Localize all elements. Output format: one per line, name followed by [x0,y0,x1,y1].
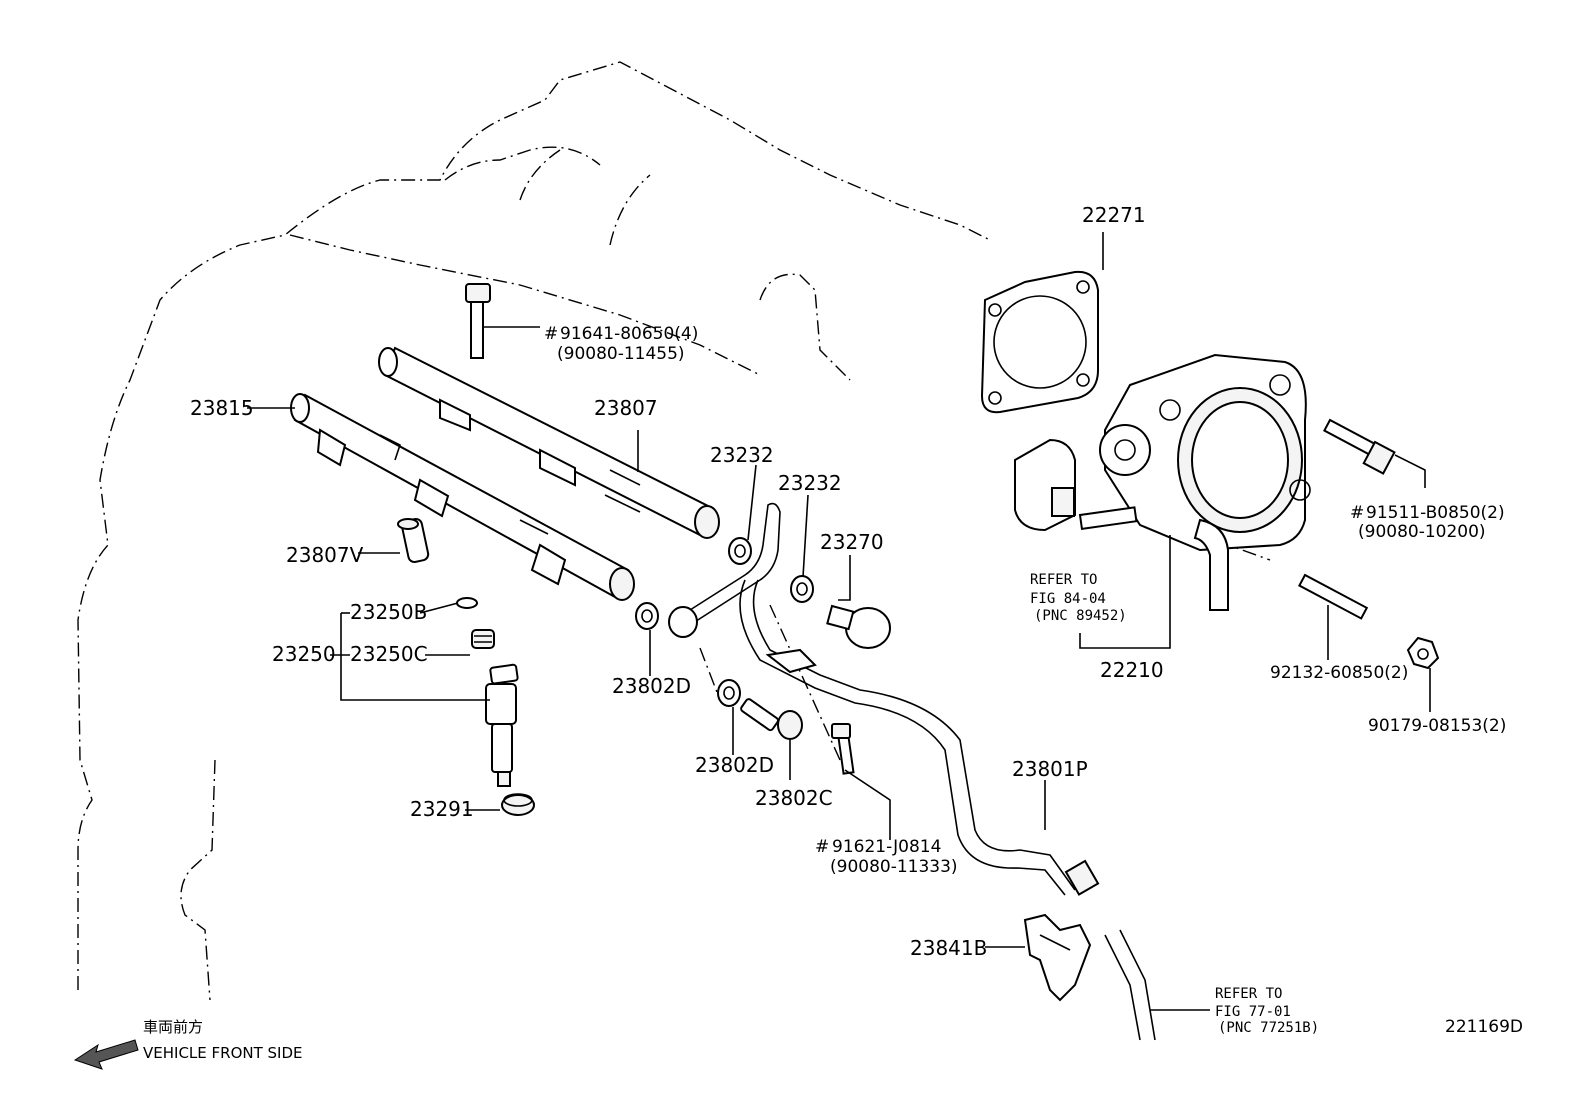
diagram-id: 221169D [1445,1017,1523,1037]
label-23807V: 23807V [286,543,364,567]
label-90179: 90179-08153(2) [1368,716,1506,736]
oring-23250B[interactable] [456,597,478,609]
union-bolt-23802C[interactable] [740,698,803,740]
label-23801P: 23801P [1012,757,1088,781]
gasket-22271[interactable] [980,270,1099,414]
hash-mark: # [544,324,558,344]
label-22271: 22271 [1082,203,1146,227]
stud-92132[interactable] [1298,573,1369,620]
label-23291: 23291 [410,797,474,821]
fuel-pipe-23801P[interactable] [668,502,1100,896]
label-22210: 22210 [1100,658,1164,682]
fuel-rail-23807[interactable] [378,346,720,539]
gasket-23802D-b[interactable] [717,679,741,707]
label-91641-alt: (90080-11455) [557,344,685,364]
ref1-line3: (PNC 89452) [1034,608,1127,624]
injector-23250[interactable] [485,663,519,787]
ref1-line2: FIG 84-04 [1030,591,1106,607]
ref2-line1: REFER TO [1215,986,1282,1002]
label-23807: 23807 [594,396,658,420]
gasket-23232-a[interactable] [728,537,752,565]
fuel-hose [1104,929,1156,1041]
label-23802C: 23802C [755,786,833,810]
front-indicator: 車両前方 VEHICLE FRONT SIDE 221169D [73,1017,1523,1070]
label-91621-alt: (90080-11333) [830,857,958,877]
reference-notes: REFER TO FIG 84-04 (PNC 89452) REFER TO … [1030,572,1319,1036]
ref1-line1: REFER TO [1030,572,1097,588]
part-labels: 22271 # 91641-80650(4) (90080-11455) 238… [190,203,1506,960]
damper-23270[interactable] [826,604,891,649]
front-label-en: VEHICLE FRONT SIDE [143,1044,303,1062]
insulator-23291[interactable] [501,793,535,816]
ref2-line3: (PNC 77251B) [1218,1020,1319,1036]
gasket-23232-b[interactable] [790,575,814,603]
label-23250B: 23250B [350,600,427,624]
label-23802D-a: 23802D [612,674,691,698]
front-arrow-icon [73,1039,139,1070]
label-23232-a: 23232 [710,443,774,467]
engine-outline [77,61,1271,1001]
gasket-23802D-a[interactable] [635,602,659,630]
damper-23807V[interactable] [397,517,430,563]
label-91511-alt: (90080-10200) [1358,522,1486,542]
label-23815: 23815 [190,396,254,420]
hash-mark: # [815,837,829,857]
clip-23841B[interactable] [1023,913,1092,1002]
insulator-23250C[interactable] [471,629,495,649]
label-23841B: 23841B [910,936,987,960]
hash-mark: # [1350,503,1364,523]
label-92132: 92132-60850(2) [1270,663,1408,683]
label-23250: 23250 [272,642,336,666]
bolt-91641[interactable] [465,283,491,359]
fuel-rail-23815[interactable] [290,393,635,601]
label-23232-b: 23232 [778,471,842,495]
nut-90179[interactable] [1406,636,1440,670]
label-91621: 91621-J0814 [832,837,941,857]
label-23270: 23270 [820,530,884,554]
front-label-jp: 車両前方 [143,1018,203,1036]
leader-lines [247,232,1431,1011]
throttle-body-22210[interactable] [1014,353,1311,611]
label-91511: 91511-B0850(2) [1366,503,1505,523]
ref2-line2: FIG 77-01 [1215,1004,1291,1020]
label-23250C: 23250C [350,642,428,666]
label-23802D-b: 23802D [695,753,774,777]
bolt-91511[interactable] [1323,418,1396,475]
label-91641: 91641-80650(4) [560,324,698,344]
